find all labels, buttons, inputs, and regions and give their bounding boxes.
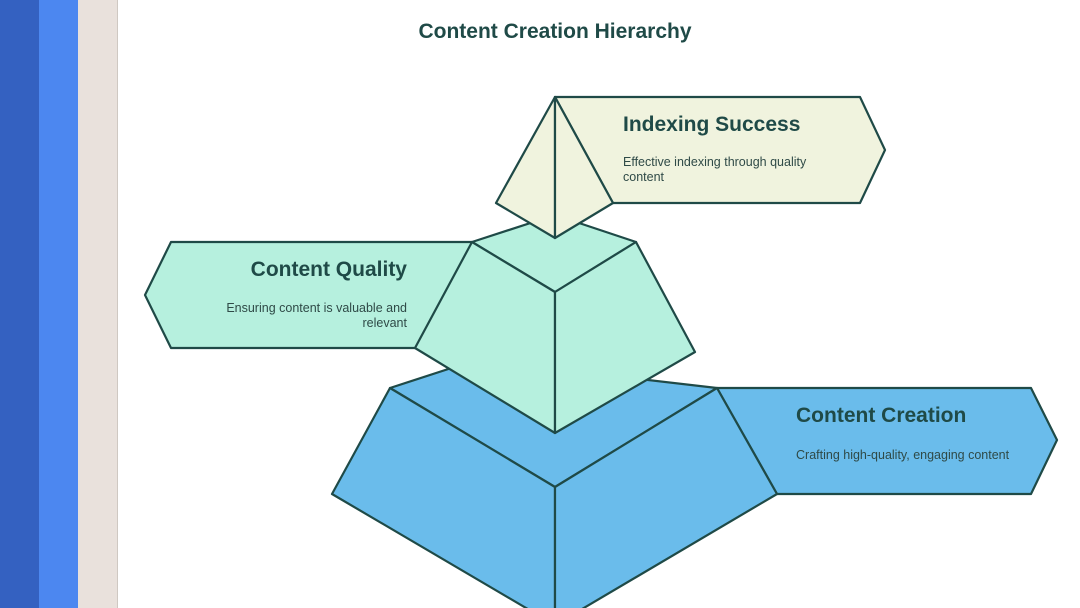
level-content-quality: Content Quality Ensuring content is valu… xyxy=(143,213,697,435)
content-creation-description: Crafting high-quality, engaging content xyxy=(796,448,1010,462)
level-content-creation: Content Creation Crafting high-quality, … xyxy=(330,358,1059,608)
indexing-success-title: Indexing Success xyxy=(623,113,800,136)
content-quality-right-face xyxy=(553,240,697,435)
indexing-success-left-face xyxy=(494,95,557,240)
content-quality-description-line-2: relevant xyxy=(363,316,408,330)
content-creation-title: Content Creation xyxy=(796,404,966,427)
content-quality-title: Content Quality xyxy=(251,258,408,281)
sidebar-stripe-dark-blue xyxy=(0,0,39,608)
indexing-success-description-line-1: Effective indexing through quality xyxy=(623,155,807,169)
content-creation-right-face xyxy=(553,386,779,608)
level-indexing-success: Indexing Success Effective indexing thro… xyxy=(494,95,887,240)
sidebar-stripe-blue xyxy=(39,0,78,608)
content-creation-left-face xyxy=(330,386,557,608)
content-quality-description-line-1: Ensuring content is valuable and xyxy=(226,301,407,315)
content-quality-label-box xyxy=(143,240,474,350)
indexing-success-description-line-2: content xyxy=(623,170,665,184)
diagram-title: Content Creation Hierarchy xyxy=(418,20,691,43)
indexing-success-right-face xyxy=(553,95,615,240)
sidebar-stripe-beige xyxy=(78,0,117,608)
sidebar-divider xyxy=(117,0,118,608)
